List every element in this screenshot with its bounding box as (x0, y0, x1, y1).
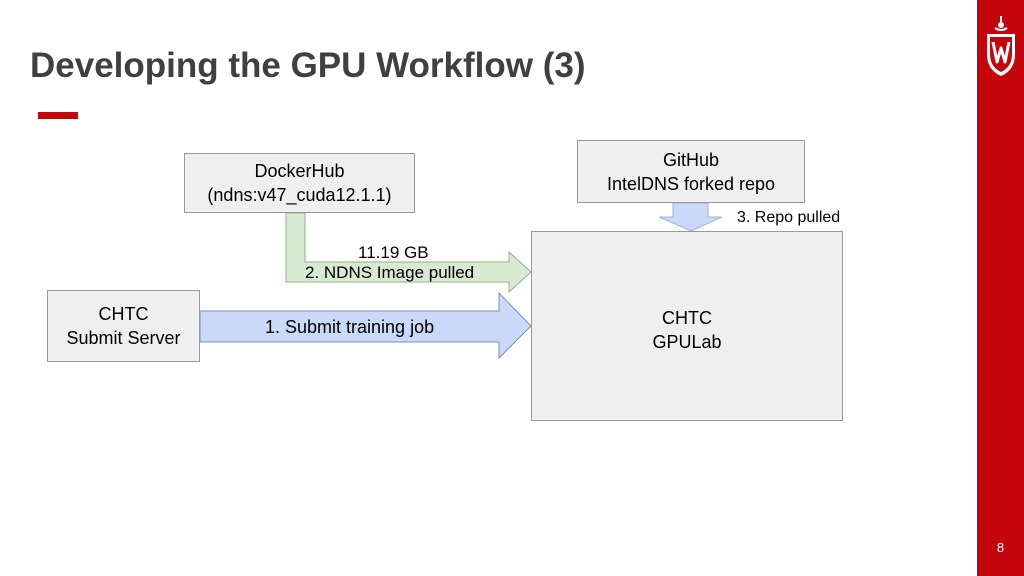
chtc-gpulab-line2: GPULab (652, 332, 722, 352)
image-pulled-label: 2. NDNS Image pulled (305, 263, 475, 282)
dockerhub-name: DockerHub (254, 161, 345, 181)
chtc-submit-server-node: CHTC Submit Server (47, 290, 200, 362)
title-accent-bar (38, 112, 78, 119)
chtc-submit-line1: CHTC (98, 304, 149, 324)
image-pulled-arrow (285, 212, 532, 294)
repo-pulled-arrow (658, 202, 723, 232)
slide-title: Developing the GPU Workflow (3) (30, 46, 586, 85)
chtc-submit-line2: Submit Server (66, 328, 181, 348)
github-name: GitHub (662, 149, 720, 170)
chtc-gpulab-node: CHTC GPULab (531, 231, 843, 421)
chtc-gpulab-line1: CHTC (662, 308, 712, 328)
dockerhub-node: DockerHub (ndns:v47_cuda12.1.1) (184, 153, 415, 213)
submit-job-label: 1. Submit training job (265, 317, 435, 337)
page-number: 8 (996, 540, 1005, 555)
github-repo: IntelDNS forked repo (606, 173, 776, 194)
image-size-label: 11.19 GB (358, 243, 429, 262)
dockerhub-image-tag: (ndns:v47_cuda12.1.1) (207, 185, 392, 205)
submit-job-arrow (199, 291, 532, 360)
brand-sidebar: 8 (977, 0, 1024, 576)
diagram-arrows (199, 202, 723, 360)
github-node: GitHub IntelDNS forked repo (577, 140, 805, 203)
repo-pulled-label: 3. Repo pulled (737, 209, 841, 226)
university-crest-icon (987, 16, 1015, 76)
